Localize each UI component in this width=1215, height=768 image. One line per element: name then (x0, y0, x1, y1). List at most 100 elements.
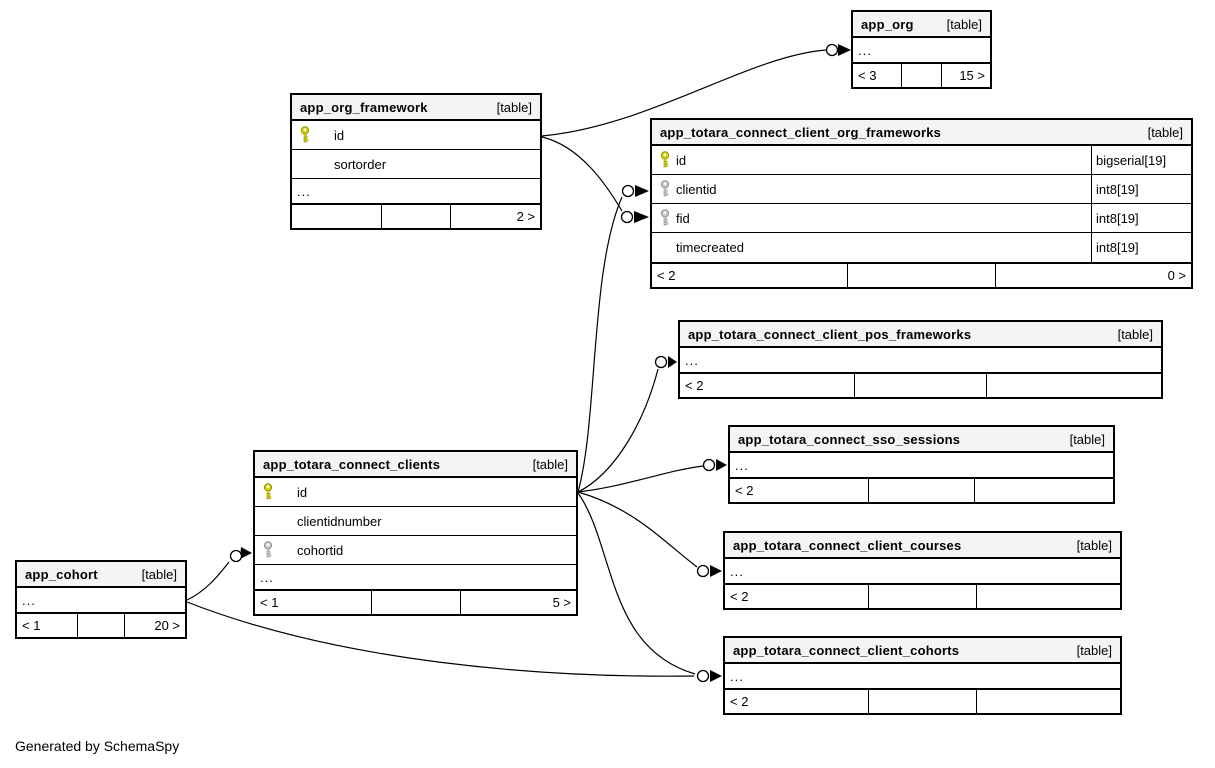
edge-arrowhead-icon (710, 670, 722, 682)
table-app_cohort[interactable]: app_cohort [table]... < 1 20 > (15, 560, 187, 639)
edge-arrowhead-icon (240, 547, 252, 559)
table-header-app_totara_connect_sso_sessions[interactable]: app_totara_connect_sso_sessions [table] (730, 427, 1113, 453)
column-row-fid: fid int8[19] (652, 204, 1191, 233)
footer-stat-cell-left: < 3 (858, 68, 877, 83)
table-app_totara_connect_client_org_frameworks[interactable]: app_totara_connect_client_org_frameworks… (650, 118, 1193, 289)
edge-endpoint-circle-icon (702, 458, 716, 472)
footer-stat-cell-right: 20 > (124, 614, 185, 637)
column-name: id (297, 484, 308, 500)
edge-endpoint-circle-icon (696, 564, 710, 578)
table-footer-stats: 2 > (292, 203, 540, 228)
table-footer-stats: < 2 (725, 583, 1120, 608)
footer-stat-cell-right: 15 > (940, 64, 990, 87)
table-title[interactable]: app_org_framework (300, 99, 428, 115)
table-header-app_cohort[interactable]: app_cohort [table] (17, 562, 185, 588)
foreign-key-icon (263, 541, 273, 558)
ellipsis-row: ... (730, 453, 1113, 477)
edge-endpoint-circle-icon (825, 43, 839, 57)
footer-stat-cell-left: < 1 (22, 618, 41, 633)
column-name: cohortid (297, 542, 344, 558)
footer-stat-cell-mid (867, 585, 977, 608)
table-title[interactable]: app_totara_connect_client_org_frameworks (660, 124, 942, 140)
table-title[interactable]: app_totara_connect_clients (263, 456, 441, 472)
column-name: timecreated (676, 240, 744, 255)
table-title[interactable]: app_cohort (25, 566, 98, 582)
ellipsis-row: ... (255, 565, 576, 589)
column-row-clientidnumber: clientidnumber (255, 507, 576, 536)
column-name: fid (676, 210, 690, 226)
column-type: int8[19] (1091, 175, 1191, 203)
table-app_totara_connect_client_courses[interactable]: app_totara_connect_client_courses [table]… (723, 531, 1122, 610)
table-title[interactable]: app_org (861, 16, 914, 32)
footer-stat-cell-right (976, 690, 1120, 713)
footer-stat-cell-mid (901, 64, 940, 87)
footer-stat-cell-left: < 2 (735, 483, 754, 498)
table-app_totara_connect_clients[interactable]: app_totara_connect_clients[table]id clien… (253, 450, 578, 616)
table-app_totara_connect_client_pos_frameworks[interactable]: app_totara_connect_client_pos_frameworks… (678, 320, 1163, 399)
table-footer-stats: < 3 15 > (853, 62, 990, 87)
edge-endpoint-circle-icon (620, 210, 634, 224)
table-footer-stats: < 2 (725, 688, 1120, 713)
relationship-edge-clients-to-pos_frameworks (577, 368, 659, 493)
column-type: bigserial[19] (1091, 146, 1191, 174)
table-title[interactable]: app_totara_connect_client_courses (733, 537, 962, 553)
ellipsis-row: ... (725, 559, 1120, 583)
edge-endpoint-circle-icon (654, 355, 668, 369)
edge-endpoint-circle-icon (621, 184, 635, 198)
edge-arrowhead-icon (710, 565, 722, 577)
table-header-app_totara_connect_client_cohorts[interactable]: app_totara_connect_client_cohorts [table] (725, 638, 1120, 664)
table-type-tag: [table] (496, 99, 532, 115)
primary-key-icon (263, 483, 273, 500)
table-footer-stats: < 2 (680, 372, 1161, 397)
column-row-sortorder: sortorder (292, 150, 540, 179)
column-row-id: id (292, 121, 540, 150)
footer-stat-cell-left: < 2 (730, 694, 749, 709)
column-name: clientidnumber (297, 513, 382, 529)
foreign-key-icon (660, 209, 670, 226)
edge-arrowhead-icon (635, 185, 649, 197)
table-header-app_org_framework[interactable]: app_org_framework [table] (292, 95, 540, 121)
relationship-edge-app_org_framework-to-app_org (541, 49, 827, 137)
table-type-tag: [table] (1069, 431, 1105, 447)
relationship-edge-app_cohort-to-client_cohorts (186, 601, 695, 677)
table-header-app_totara_connect_clients[interactable]: app_totara_connect_clients[table] (255, 452, 576, 478)
table-header-app_totara_connect_client_pos_frameworks[interactable]: app_totara_connect_client_pos_frameworks… (680, 322, 1161, 348)
table-type-tag: [table] (1147, 124, 1183, 140)
table-app_totara_connect_client_cohorts[interactable]: app_totara_connect_client_cohorts [table]… (723, 636, 1122, 715)
table-footer-stats: < 2 (730, 477, 1113, 502)
relationship-edge-clients-to-org_frameworks-clientid (577, 196, 623, 493)
table-title[interactable]: app_totara_connect_client_cohorts (733, 642, 960, 658)
footer-stat-cell-mid (867, 690, 977, 713)
foreign-key-icon (660, 180, 670, 197)
footer-stat-cell-left: < 2 (657, 268, 676, 283)
footer-stat-cell-mid (853, 374, 986, 397)
table-type-tag: [table] (141, 566, 177, 582)
footer-stat-cell-right (986, 374, 1161, 397)
table-header-app_totara_connect_client_org_frameworks[interactable]: app_totara_connect_client_org_frameworks… (652, 120, 1191, 146)
table-header-app_totara_connect_client_courses[interactable]: app_totara_connect_client_courses [table] (725, 533, 1120, 559)
edge-arrowhead-icon (716, 459, 727, 471)
table-type-tag: [table] (946, 16, 982, 32)
ellipsis-row: ... (17, 588, 185, 612)
table-type-tag: [table] (1076, 642, 1112, 658)
column-row-id: id (255, 478, 576, 507)
column-name: sortorder (334, 156, 387, 172)
footer-stat-cell-mid (868, 479, 974, 502)
table-title[interactable]: app_totara_connect_sso_sessions (738, 431, 961, 447)
edge-arrowhead-icon (668, 356, 677, 368)
footer-stat-cell-mid (76, 614, 125, 637)
table-type-tag: [table] (1076, 537, 1112, 553)
column-type: int8[19] (1091, 204, 1191, 232)
relationship-edge-clients-to-client_cohorts (577, 492, 696, 675)
table-app_totara_connect_sso_sessions[interactable]: app_totara_connect_sso_sessions [table]..… (728, 425, 1115, 504)
column-row-cohortid: cohortid (255, 536, 576, 565)
table-header-app_org[interactable]: app_org [table] (853, 12, 990, 38)
table-title[interactable]: app_totara_connect_client_pos_frameworks (688, 326, 972, 342)
ellipsis-row: ... (725, 664, 1120, 688)
